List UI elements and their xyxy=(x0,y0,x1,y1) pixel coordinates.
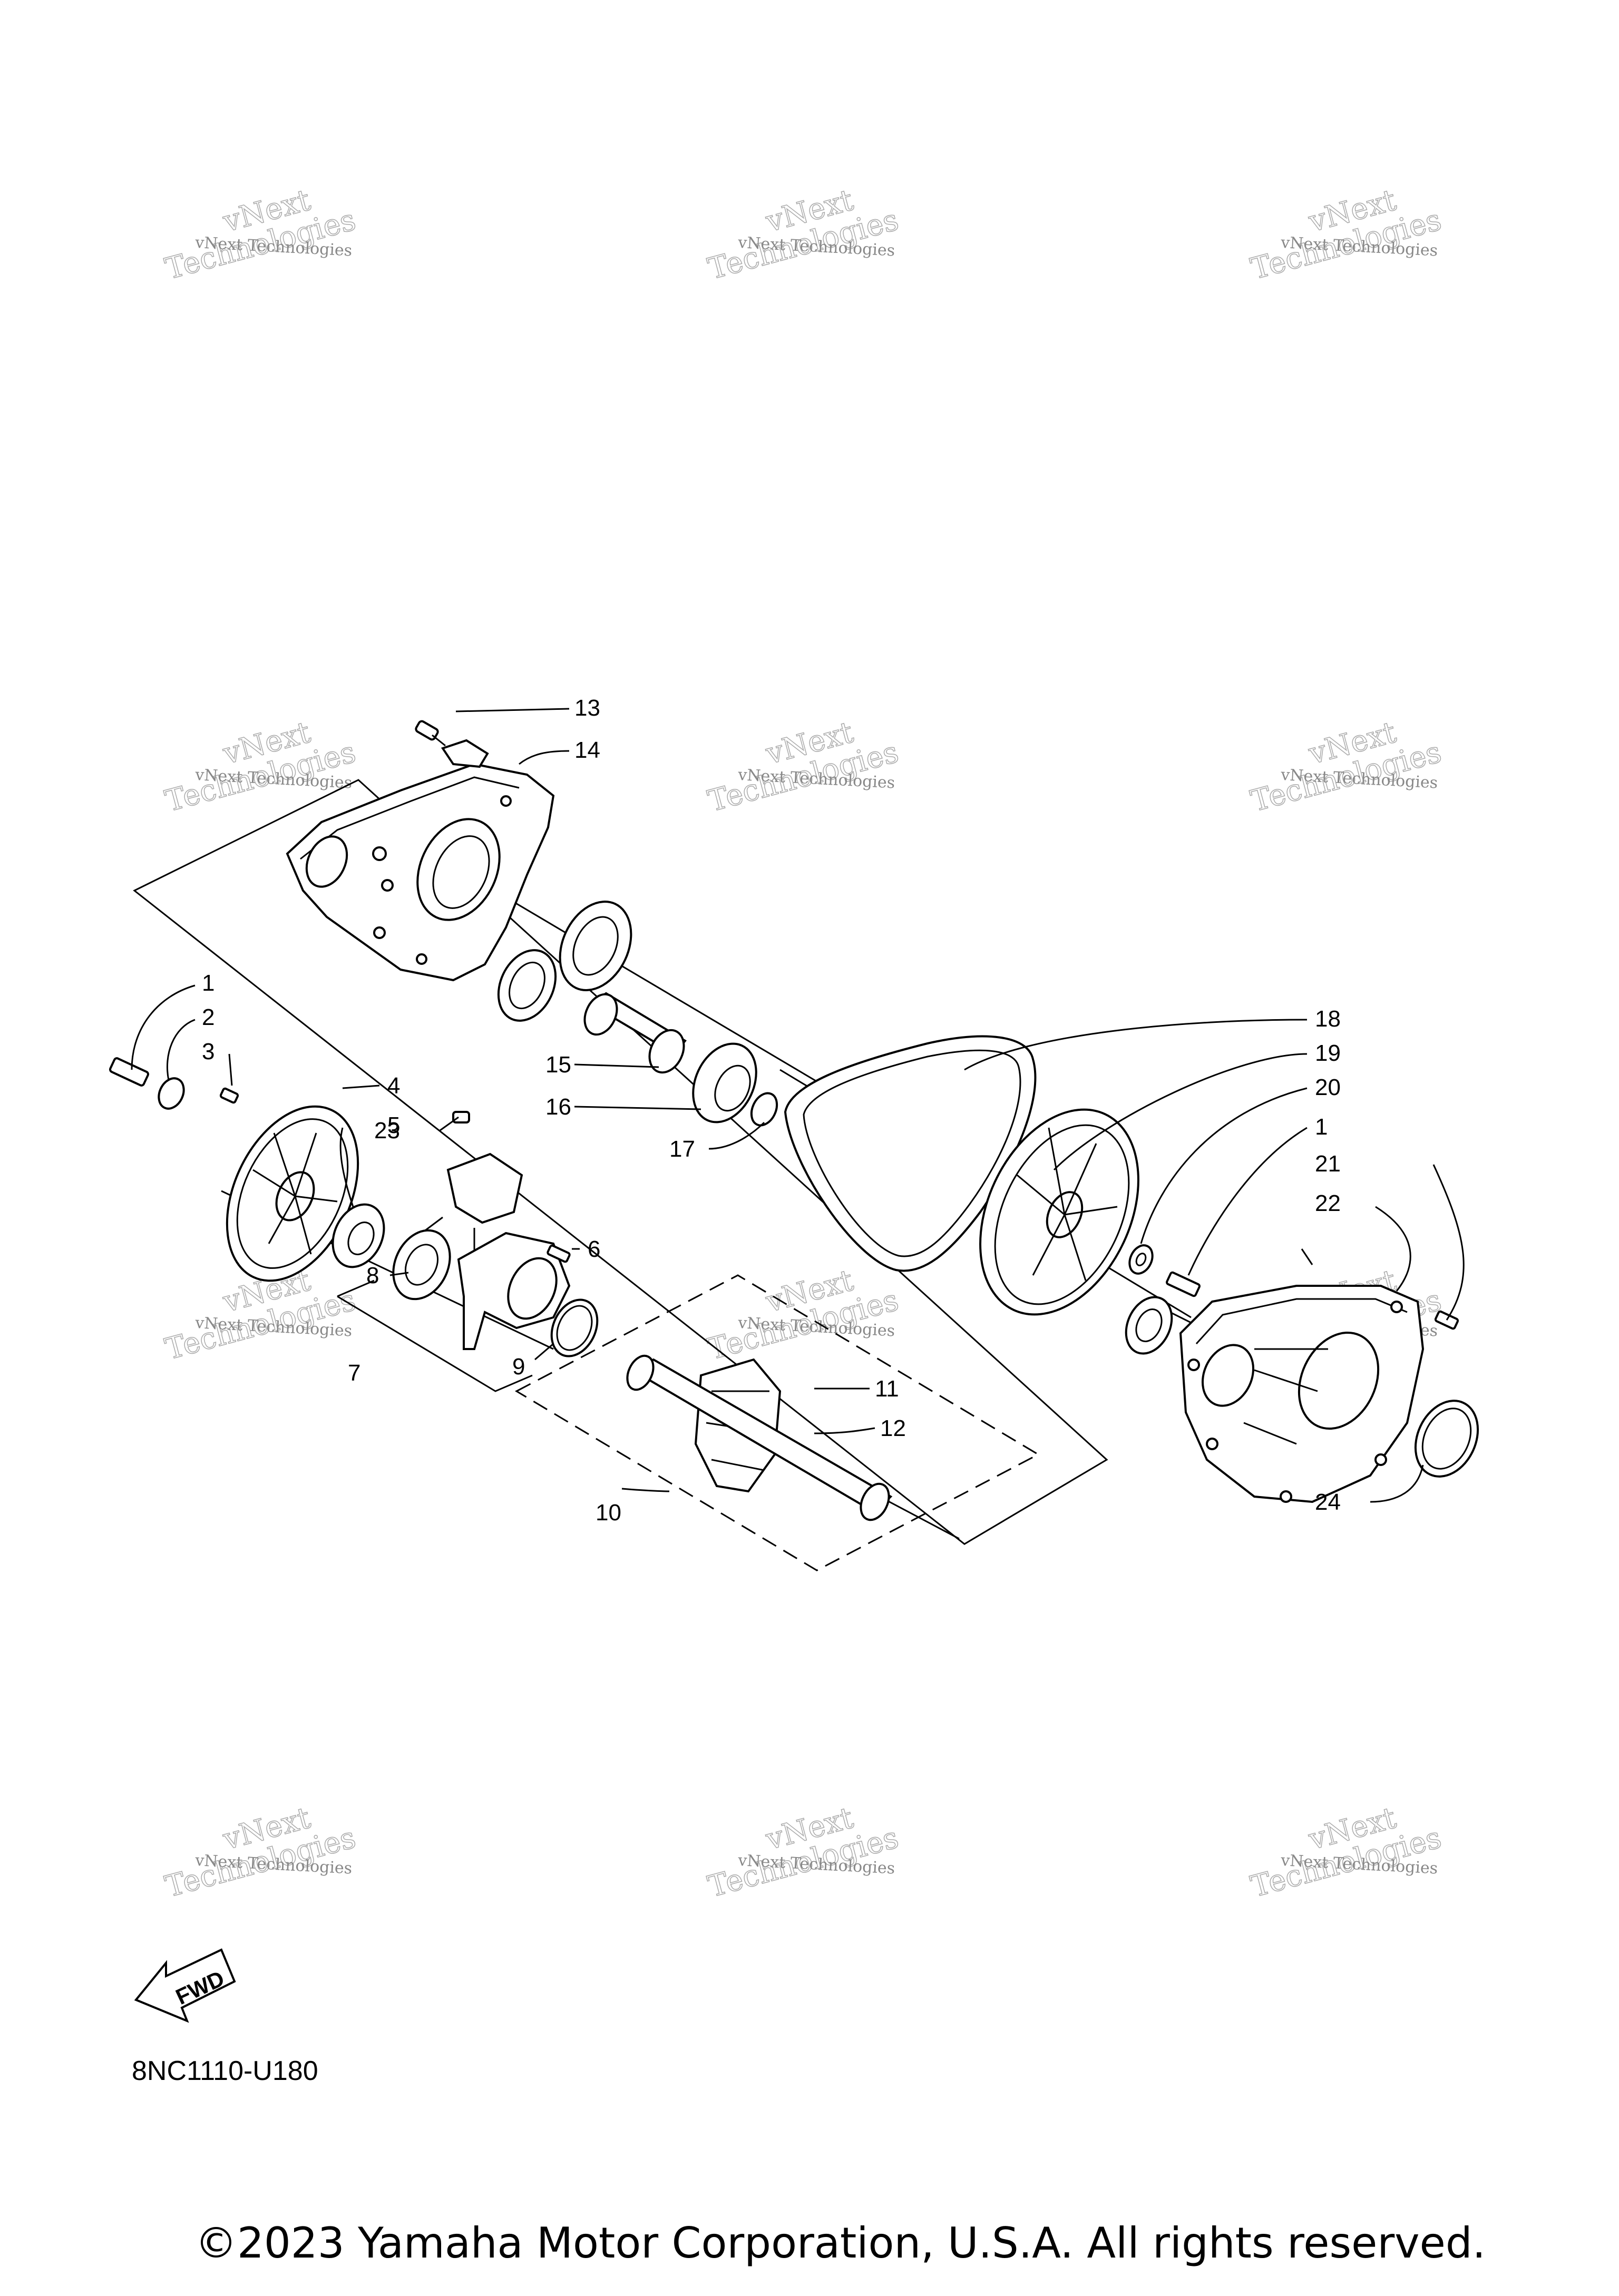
fwd-arrow-icon: FWD xyxy=(134,1948,236,2023)
part-24-caliper xyxy=(421,1111,523,1254)
callout: 17 xyxy=(669,1136,695,1162)
part-3-screw xyxy=(219,1087,239,1104)
part-6-bolt xyxy=(547,1244,571,1263)
callout: 16 xyxy=(545,1094,571,1120)
callout: 22 xyxy=(1315,1190,1341,1216)
callout: 20 xyxy=(1315,1074,1341,1100)
part-1-bolt-left xyxy=(109,1057,149,1087)
callout: 4 xyxy=(387,1073,400,1099)
callout-layer: 13 14 1 2 3 4 5 23 6 8 7 9 10 11 12 15 1… xyxy=(202,695,1341,1526)
callout: 6 xyxy=(588,1236,600,1262)
callout: 9 xyxy=(512,1354,525,1380)
callout: 21 xyxy=(1315,1151,1341,1177)
callout: 15 xyxy=(545,1052,571,1078)
part-7-group-bracket xyxy=(337,1279,533,1392)
callout: 13 xyxy=(574,695,600,721)
part-18-belt xyxy=(784,1035,1037,1272)
callout: 18 xyxy=(1315,1006,1341,1032)
part-19-pulley xyxy=(979,1108,1139,1316)
part-23-o-ring xyxy=(1414,1400,1479,1478)
callout: 23 xyxy=(374,1118,400,1144)
seal-right xyxy=(1125,1296,1173,1355)
part-16-sprocket xyxy=(692,1042,757,1123)
part-13-bracket xyxy=(415,720,489,768)
part-5-hub xyxy=(331,1203,385,1268)
callout: 19 xyxy=(1315,1040,1341,1066)
cover-pin xyxy=(1301,1248,1313,1265)
leader-lines xyxy=(131,708,1465,1503)
assembly-frame xyxy=(133,779,1108,1545)
bearing-upper-large xyxy=(559,901,632,991)
part-12-drive-shaft xyxy=(626,1354,893,1521)
part-8-bearing xyxy=(392,1229,451,1301)
diagram-code: 8NC1110-U180 xyxy=(132,2056,318,2086)
callout: 7 xyxy=(348,1360,360,1386)
callout: 5 xyxy=(387,1112,400,1138)
bearing-upper-small xyxy=(497,949,557,1022)
part-20-washer xyxy=(1128,1244,1154,1275)
part-14-cover-upper xyxy=(286,763,555,982)
callout: 3 xyxy=(202,1039,214,1064)
callout: 8 xyxy=(366,1263,379,1288)
part-9-o-ring xyxy=(550,1298,599,1357)
part-7-housing xyxy=(457,1232,571,1350)
callout: 12 xyxy=(880,1415,906,1441)
part-2-washer xyxy=(158,1077,185,1110)
callout: 1 xyxy=(1315,1114,1328,1140)
part-15-shaft xyxy=(583,992,687,1074)
callout: 1 xyxy=(202,970,214,996)
callout: 24 xyxy=(1315,1489,1341,1515)
callout: 11 xyxy=(875,1376,899,1402)
callout: 2 xyxy=(202,1004,214,1030)
part-1-bolt-right xyxy=(1166,1271,1201,1297)
callout: 14 xyxy=(574,737,600,763)
copyright-notice: ©2023 Yamaha Motor Corporation, U.S.A. A… xyxy=(195,2219,1486,2268)
part-17-circlip xyxy=(750,1092,778,1127)
callout: 10 xyxy=(596,1500,621,1526)
part-22-cover-outer xyxy=(1179,1285,1425,1503)
